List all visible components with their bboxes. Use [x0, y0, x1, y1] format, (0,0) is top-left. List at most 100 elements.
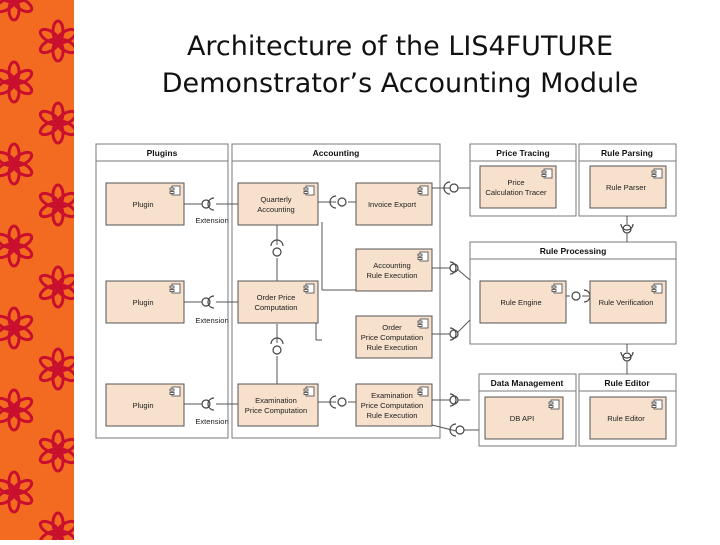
component-icon: [303, 283, 315, 294]
component-label-line: Rule Execution: [366, 343, 417, 352]
component-label-line: Price Computation: [361, 333, 423, 342]
socket-icon: [443, 181, 451, 195]
package-title-plugins: Plugins: [147, 148, 178, 158]
lollipop-icon: [455, 425, 465, 435]
lollipop-icon: [449, 183, 459, 193]
socket-icon: [620, 351, 634, 359]
flower-pattern: [0, 0, 78, 545]
lollipop-icon: [449, 329, 459, 339]
lollipop-icon: [272, 247, 282, 257]
socket-icon: [207, 397, 215, 411]
slide-title-line-2: Demonstrator’s Accounting Module: [161, 68, 639, 99]
flower-icon: [0, 388, 34, 432]
component-label-line: Rule Parser: [606, 183, 647, 192]
package-title-rule-processing: Rule Processing: [540, 246, 607, 256]
package-title-rule-parsing: Rule Parsing: [601, 148, 653, 158]
component-icon: [417, 386, 429, 397]
connector-lines: [184, 187, 628, 432]
lollipop-icon: [449, 263, 459, 273]
flower-icon: [0, 306, 34, 350]
component-label-line: Order: [382, 323, 402, 332]
lollipop-icon: [337, 197, 347, 207]
socket-icon: [449, 261, 457, 275]
component-icon: [417, 251, 429, 262]
extension-label-2: Extension: [195, 316, 228, 325]
component-icon: [417, 185, 429, 196]
package-title-rule-editor: Rule Editor: [604, 378, 650, 388]
lollipop-icon: [571, 291, 581, 301]
component-label-line: Rule Execution: [366, 271, 417, 280]
lollipop-icon: [449, 395, 459, 405]
component-label-line: Price Computation: [245, 406, 307, 415]
component-icon: [548, 399, 560, 410]
component-label-line: Rule Verification: [599, 298, 654, 307]
component-rule-verification: Rule Verification: [589, 280, 667, 324]
component-icon: [541, 168, 553, 179]
component-label-line: Plugin: [132, 298, 153, 307]
component-label-line: Price: [507, 178, 524, 187]
socket-icon: [270, 337, 284, 345]
extension-label-3: Extension: [195, 417, 228, 426]
decorative-side-strip: [0, 0, 78, 545]
component-label-line: Computation: [254, 303, 297, 312]
component-label-line: Accounting: [373, 261, 411, 270]
flower-icon: [0, 224, 34, 268]
interface-sockets: [201, 181, 634, 437]
component-icon: [551, 283, 563, 294]
component-icon: [169, 283, 181, 294]
component-label-line: Plugin: [132, 200, 153, 209]
socket-icon: [270, 239, 284, 247]
component-label-line: Quarterly: [260, 195, 291, 204]
slide-title: Architecture of the LIS4FUTURE Demonstra…: [80, 28, 720, 102]
component-label-line: Examination: [371, 391, 413, 400]
lollipop-icon: [272, 345, 282, 355]
component-label-line: DB API: [510, 414, 534, 423]
component-icon: [303, 386, 315, 397]
component-label-line: Accounting: [257, 205, 295, 214]
lollipop-icon: [337, 397, 347, 407]
socket-icon: [620, 223, 634, 231]
flower-icon: [38, 19, 78, 63]
package-title-data-management: Data Management: [491, 378, 564, 388]
socket-icon: [449, 327, 457, 341]
component-plugin-2: Plugin: [105, 280, 185, 324]
component-rule-editor: Rule Editor: [589, 396, 667, 440]
extension-label-1: Extension: [195, 216, 228, 225]
component-rule-engine: Rule Engine: [479, 280, 567, 324]
component-label-line: Rule Execution: [366, 411, 417, 420]
slide-title-line-1: Architecture of the LIS4FUTURE: [186, 31, 614, 62]
socket-icon: [207, 295, 215, 309]
component-invoice-export: Invoice Export: [355, 182, 433, 226]
socket-icon: [449, 423, 457, 437]
component-icon: [303, 185, 315, 196]
flower-icon: [0, 0, 34, 22]
component-plugin-1: Plugin: [105, 182, 185, 226]
component-plugin-3: Plugin: [105, 383, 185, 427]
socket-icon: [329, 195, 337, 209]
component-label-line: Invoice Export: [368, 200, 417, 209]
components-layer: PluginPluginPluginQuarterlyAccountingInv…: [105, 165, 667, 440]
component-icon: [417, 318, 429, 329]
component-label-line: Plugin: [132, 401, 153, 410]
component-label-line: Price Computation: [361, 401, 423, 410]
component-icon: [651, 283, 663, 294]
component-db-api: DB API: [484, 396, 564, 440]
component-label-line: Order Price: [257, 293, 296, 302]
component-label-line: Rule Editor: [607, 414, 645, 423]
flower-icon: [0, 142, 34, 186]
component-icon: [651, 399, 663, 410]
component-label-line: Rule Engine: [500, 298, 541, 307]
component-icon: [169, 386, 181, 397]
component-icon: [651, 168, 663, 179]
package-title-price-tracing: Price Tracing: [496, 148, 549, 158]
flower-icon: [0, 60, 34, 104]
component-rule-parser: Rule Parser: [589, 165, 667, 209]
component-icon: [169, 185, 181, 196]
